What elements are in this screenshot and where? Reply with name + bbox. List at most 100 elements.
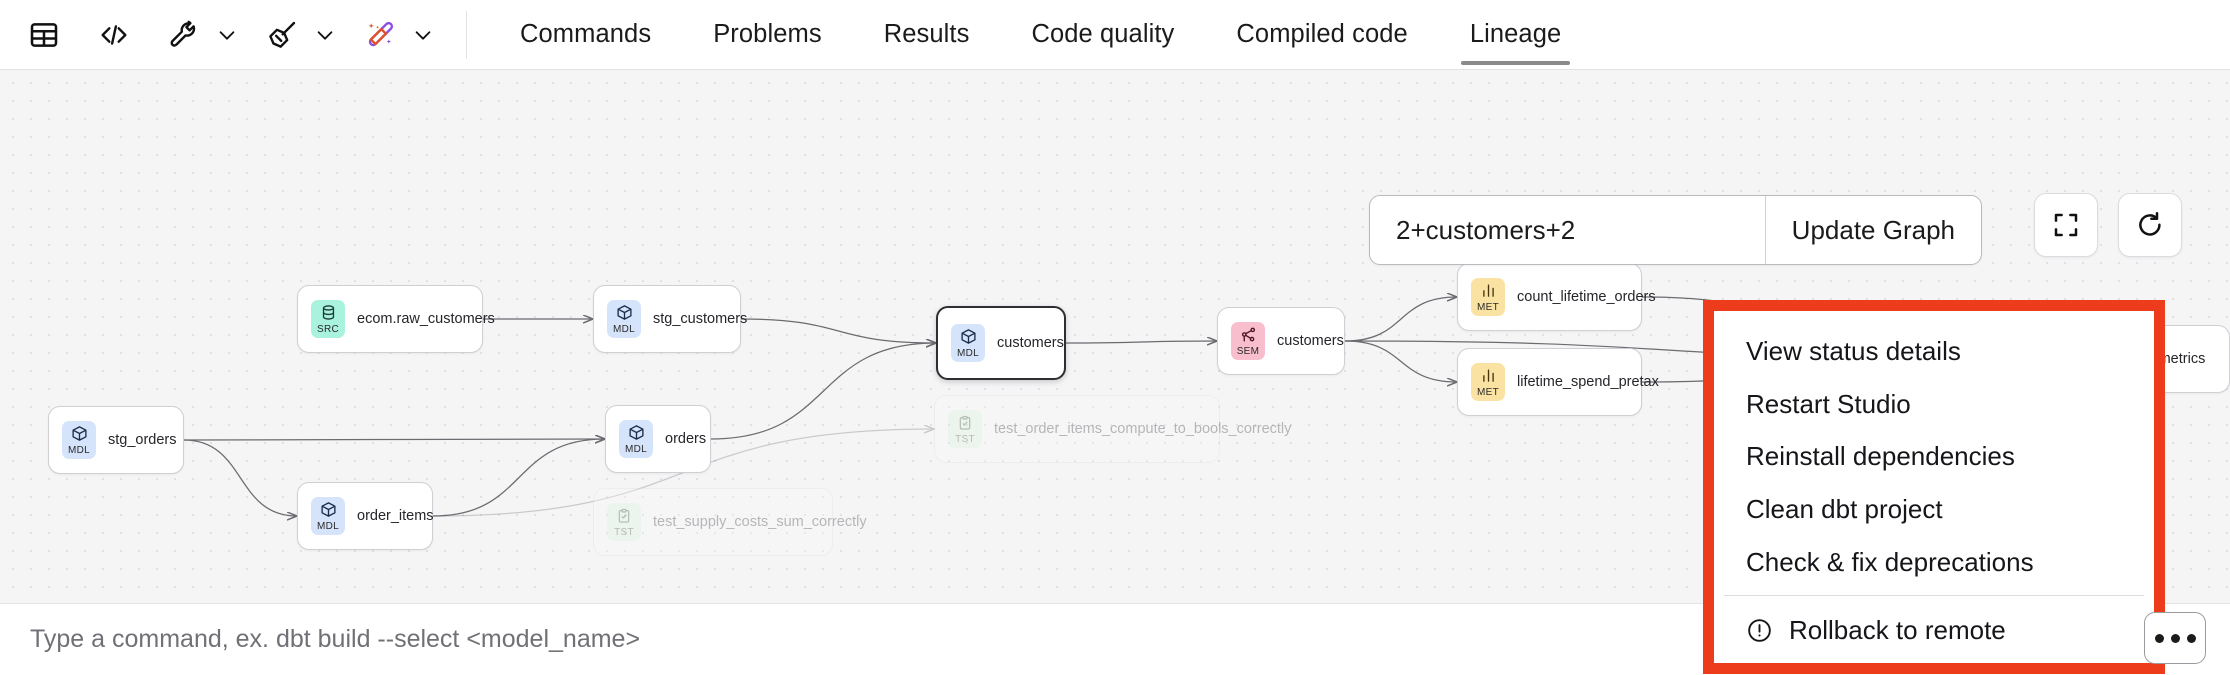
menu-item-label: Restart Studio	[1746, 389, 1911, 420]
command-input[interactable]	[0, 604, 1927, 675]
tab-lineage[interactable]: Lineage	[1439, 0, 1592, 70]
badge-type-label: TST	[955, 434, 975, 446]
tst-badge: TST	[607, 503, 641, 541]
menu-item-label: Check & fix deprecations	[1746, 547, 2034, 578]
menu-item-restart-studio[interactable]: Restart Studio	[1714, 378, 2154, 431]
menu-separator	[1724, 595, 2144, 596]
badge-type-label: SEM	[1237, 346, 1260, 358]
src-badge: SRC	[311, 300, 345, 338]
lineage-edge	[741, 319, 936, 343]
code-view-icon[interactable]	[88, 9, 140, 61]
menu-item-label: Rollback to remote	[1789, 615, 2006, 646]
lineage-node-stg_orders[interactable]: MDL stg_orders	[48, 406, 184, 474]
tst-icon	[616, 506, 632, 526]
tab-label: Results	[884, 20, 970, 49]
tst-badge: TST	[948, 410, 982, 448]
menu-item-reinstall-dependencies[interactable]: Reinstall dependencies	[1714, 430, 2154, 483]
lineage-edge	[1345, 297, 1457, 341]
lineage-node-label: stg_customers	[653, 310, 747, 329]
lineage-node-label: test_order_items_compute_to_bools_correc…	[994, 420, 1291, 439]
tab-label: Lineage	[1470, 20, 1561, 49]
badge-type-label: MET	[1477, 302, 1499, 314]
mdl-badge: MDL	[311, 497, 345, 535]
menu-item-label: View status details	[1746, 336, 1961, 367]
mdl-icon	[616, 303, 633, 323]
mdl-icon	[628, 423, 645, 443]
tab-code-quality[interactable]: Code quality	[1000, 0, 1205, 70]
badge-type-label: MET	[1477, 387, 1499, 399]
top-toolbar: Commands Problems Results Code quality C…	[0, 0, 2230, 70]
badge-type-label: MDL	[613, 324, 635, 336]
refresh-icon[interactable]	[2118, 193, 2182, 257]
lineage-edge	[184, 440, 297, 516]
menu-item-label: Clean dbt project	[1746, 494, 1943, 525]
tab-problems[interactable]: Problems	[682, 0, 853, 70]
lineage-edge	[711, 343, 936, 439]
mdl-icon	[71, 424, 88, 444]
mdl-icon	[960, 327, 977, 347]
fullscreen-icon[interactable]	[2034, 193, 2098, 257]
mdl-badge: MDL	[951, 324, 985, 362]
lineage-node-label: test_supply_costs_sum_correctly	[653, 513, 867, 532]
lineage-node-label: count_lifetime_orders	[1517, 288, 1656, 307]
lineage-node-order_items[interactable]: MDL order_items	[297, 482, 433, 550]
graph-selector-bar: Update Graph	[1369, 195, 1982, 265]
tab-compiled-code[interactable]: Compiled code	[1205, 0, 1438, 70]
tab-label: Commands	[520, 20, 651, 49]
badge-type-label: MDL	[957, 348, 979, 360]
more-dot	[2187, 634, 2196, 643]
lineage-edge	[184, 439, 605, 440]
lineage-edge	[1066, 341, 1217, 343]
mdl-icon	[320, 500, 337, 520]
lineage-node-orders[interactable]: MDL orders	[605, 405, 711, 473]
warning-circle-icon	[1746, 617, 1773, 644]
menu-item-check-fix-deprecations[interactable]: Check & fix deprecations	[1714, 536, 2154, 589]
update-graph-button[interactable]: Update Graph	[1766, 196, 1981, 264]
magic-chevron-down-icon[interactable]	[406, 9, 440, 61]
sem-badge: SEM	[1231, 322, 1265, 360]
menu-item-clean-dbt-project[interactable]: Clean dbt project	[1714, 483, 2154, 536]
tab-commands[interactable]: Commands	[489, 0, 682, 70]
tab-label: Code quality	[1031, 20, 1174, 49]
tab-label: Problems	[713, 20, 822, 49]
menu-item-view-status-details[interactable]: View status details	[1714, 325, 2154, 378]
lineage-node-label: ecom.raw_customers	[357, 310, 495, 329]
lineage-node-label: stg_orders	[108, 431, 177, 450]
lineage-edge	[1345, 341, 1457, 382]
more-dot	[2155, 634, 2164, 643]
table-view-icon[interactable]	[18, 9, 70, 61]
met-badge: MET	[1471, 278, 1505, 316]
mdl-badge: MDL	[619, 420, 653, 458]
broom-chevron-down-icon[interactable]	[308, 9, 342, 61]
wrench-icon[interactable]	[158, 9, 210, 61]
more-actions-button[interactable]	[2144, 612, 2206, 664]
broom-icon[interactable]	[256, 9, 308, 61]
magic-wand-icon[interactable]	[354, 9, 406, 61]
tab-active-underline	[1461, 61, 1570, 65]
menu-item-rollback-to-remote[interactable]: Rollback to remote	[1714, 604, 2154, 657]
lineage-node-label: order_items	[357, 507, 434, 526]
lineage-node-label: orders	[665, 430, 706, 449]
toolbar-divider	[466, 11, 467, 59]
tab-results[interactable]: Results	[853, 0, 1001, 70]
lineage-node-label: customers	[1277, 332, 1344, 351]
lineage-node-customers_sem[interactable]: SEM customers	[1217, 307, 1345, 375]
editor-tabs: Commands Problems Results Code quality C…	[489, 0, 1592, 70]
more-dot	[2171, 634, 2180, 643]
wrench-chevron-down-icon[interactable]	[210, 9, 244, 61]
mdl-badge: MDL	[62, 421, 96, 459]
toolbar-icon-group	[0, 0, 440, 70]
lineage-node-label: lifetime_spend_pretax	[1517, 373, 1659, 392]
met-badge: MET	[1471, 363, 1505, 401]
graph-selector-input[interactable]	[1370, 196, 1765, 264]
sem-icon	[1240, 325, 1257, 345]
